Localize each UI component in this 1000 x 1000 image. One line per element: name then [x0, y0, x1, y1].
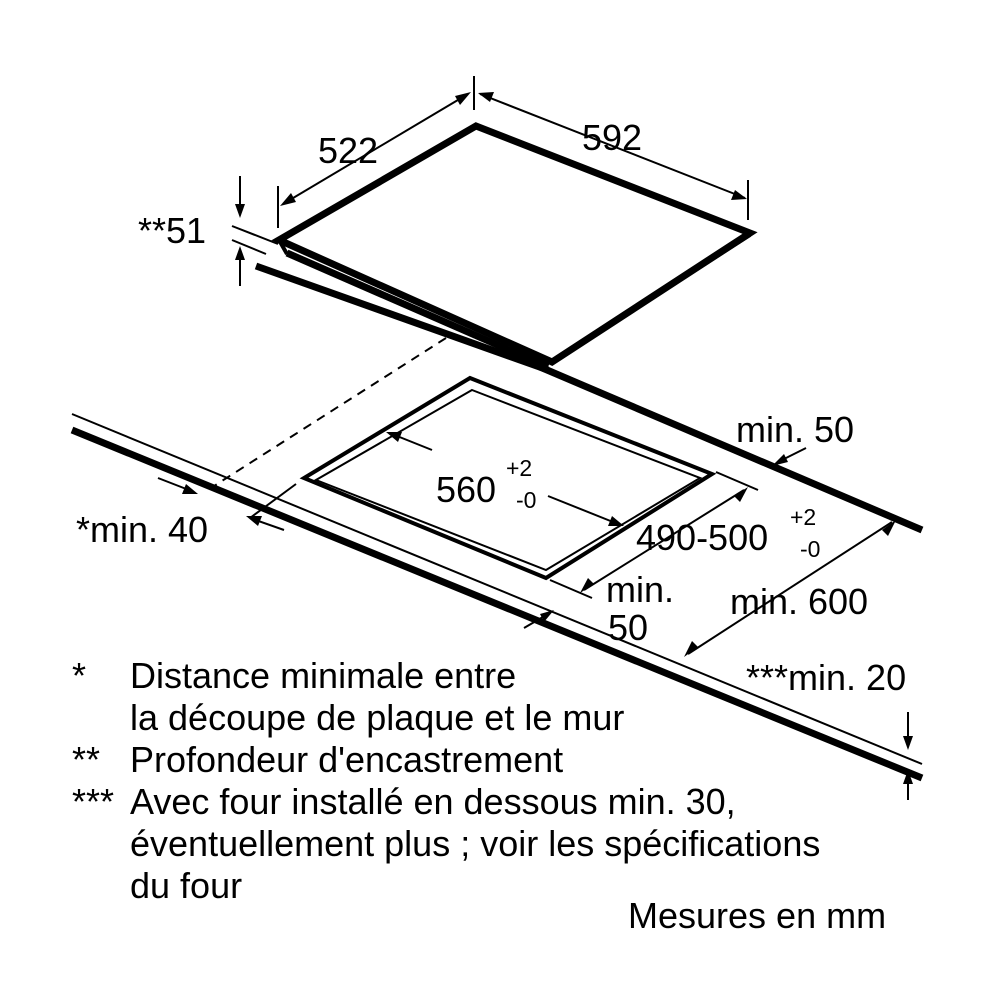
- dim-min50-back-label: min. 50: [736, 409, 854, 450]
- hob-base-edge-right: [550, 233, 752, 364]
- dim-min50-front-label-1: min.: [606, 569, 674, 610]
- dim-min40-label: *min. 40: [76, 509, 208, 550]
- min-20-dim: ***min. 20: [746, 657, 913, 800]
- note-1-line-1: Distance minimale entre: [130, 655, 516, 696]
- arrow-560-start: [386, 432, 402, 442]
- dim-592-label: 592: [582, 117, 642, 158]
- dim-490-500-label: 490-500: [636, 517, 768, 558]
- arrow-min40-a: [182, 484, 198, 494]
- cutout-inner: [313, 388, 703, 572]
- note-3-mark: ***: [72, 781, 114, 822]
- dim-560-tol-minus: -0: [516, 487, 536, 513]
- min-40-dim: *min. 40: [76, 477, 297, 550]
- arrow-min600-bottom: [684, 641, 698, 657]
- dim-line-522: [282, 93, 469, 205]
- footnotes: * Distance minimale entre la découpe de …: [72, 655, 886, 936]
- hob: [254, 122, 758, 374]
- dim-522-label: 522: [318, 130, 378, 171]
- dim-490-tol-plus: +2: [790, 504, 816, 530]
- arrow-51-down: [235, 204, 245, 218]
- ext-490-bottom: [549, 579, 593, 599]
- note-3-line-3: du four: [130, 865, 242, 906]
- arrow-490-top: [734, 487, 748, 502]
- ext-51-top: [231, 225, 279, 245]
- arrow-592-end: [731, 190, 747, 200]
- worktop: [70, 363, 924, 782]
- cutout-outer: [299, 375, 717, 581]
- arrow-min600-top: [882, 520, 896, 536]
- min-50-back-dim: min. 50: [736, 409, 854, 466]
- arrow-522-start: [280, 193, 296, 206]
- arrow-51-up: [235, 246, 245, 260]
- dim-560-tol-plus: +2: [506, 455, 532, 481]
- arrow-490-bottom: [580, 578, 594, 593]
- arrow-min50-front: [540, 610, 554, 622]
- dim-line-560-b: [547, 495, 619, 525]
- dim-51-label: **51: [138, 210, 206, 251]
- hob-base-left-side: [277, 239, 289, 255]
- hob-base-edge: [285, 249, 550, 371]
- arrow-560-end: [608, 516, 624, 526]
- dim-line-592: [479, 93, 746, 199]
- dim-min20-label: ***min. 20: [746, 657, 906, 698]
- note-2-mark: **: [72, 739, 100, 780]
- note-2-line-1: Profondeur d'encastrement: [130, 739, 563, 780]
- dim-min50-front-label-2: 50: [608, 607, 648, 648]
- note-1-line-2: la découpe de plaque et le mur: [130, 697, 624, 738]
- worktop-back-edge: [538, 363, 924, 534]
- worktop-front-bottom-edge: [70, 426, 924, 782]
- ext-51-bottom: [231, 239, 267, 255]
- dim-560-label: 560: [436, 469, 496, 510]
- ext-490-top: [715, 471, 759, 491]
- hob-dimensions: 522 592 **51: [138, 76, 749, 286]
- dim-line-490: [583, 489, 745, 591]
- dim-line-min600: [687, 521, 893, 655]
- worktop-front-top-edge: [71, 413, 923, 765]
- units-note: Mesures en mm: [628, 895, 886, 936]
- arrow-522-end: [455, 92, 471, 105]
- cutout: [299, 375, 717, 581]
- arrow-20-down: [903, 736, 913, 750]
- min-50-front-dim: min. 50: [523, 569, 674, 648]
- arrow-min50-back: [772, 454, 788, 466]
- cutout-dimensions: 560 +2 -0 490-500 +2 -0: [386, 432, 820, 599]
- projection-line: [213, 337, 447, 487]
- dim-490-tol-minus: -0: [800, 536, 820, 562]
- note-3-line-1: Avec four installé en dessous min. 30,: [130, 781, 736, 822]
- ext-min40: [249, 483, 297, 519]
- note-3-line-2: éventuellement plus ; voir les spécifica…: [130, 823, 820, 864]
- note-1-mark: *: [72, 655, 86, 696]
- arrow-592-start: [478, 92, 494, 102]
- min-600-dim: min. 600: [684, 520, 896, 657]
- arrow-20-up: [903, 770, 913, 784]
- dim-min600-label: min. 600: [730, 581, 868, 622]
- arrow-min40-b: [246, 516, 262, 526]
- hob-lower-profile: [254, 262, 550, 374]
